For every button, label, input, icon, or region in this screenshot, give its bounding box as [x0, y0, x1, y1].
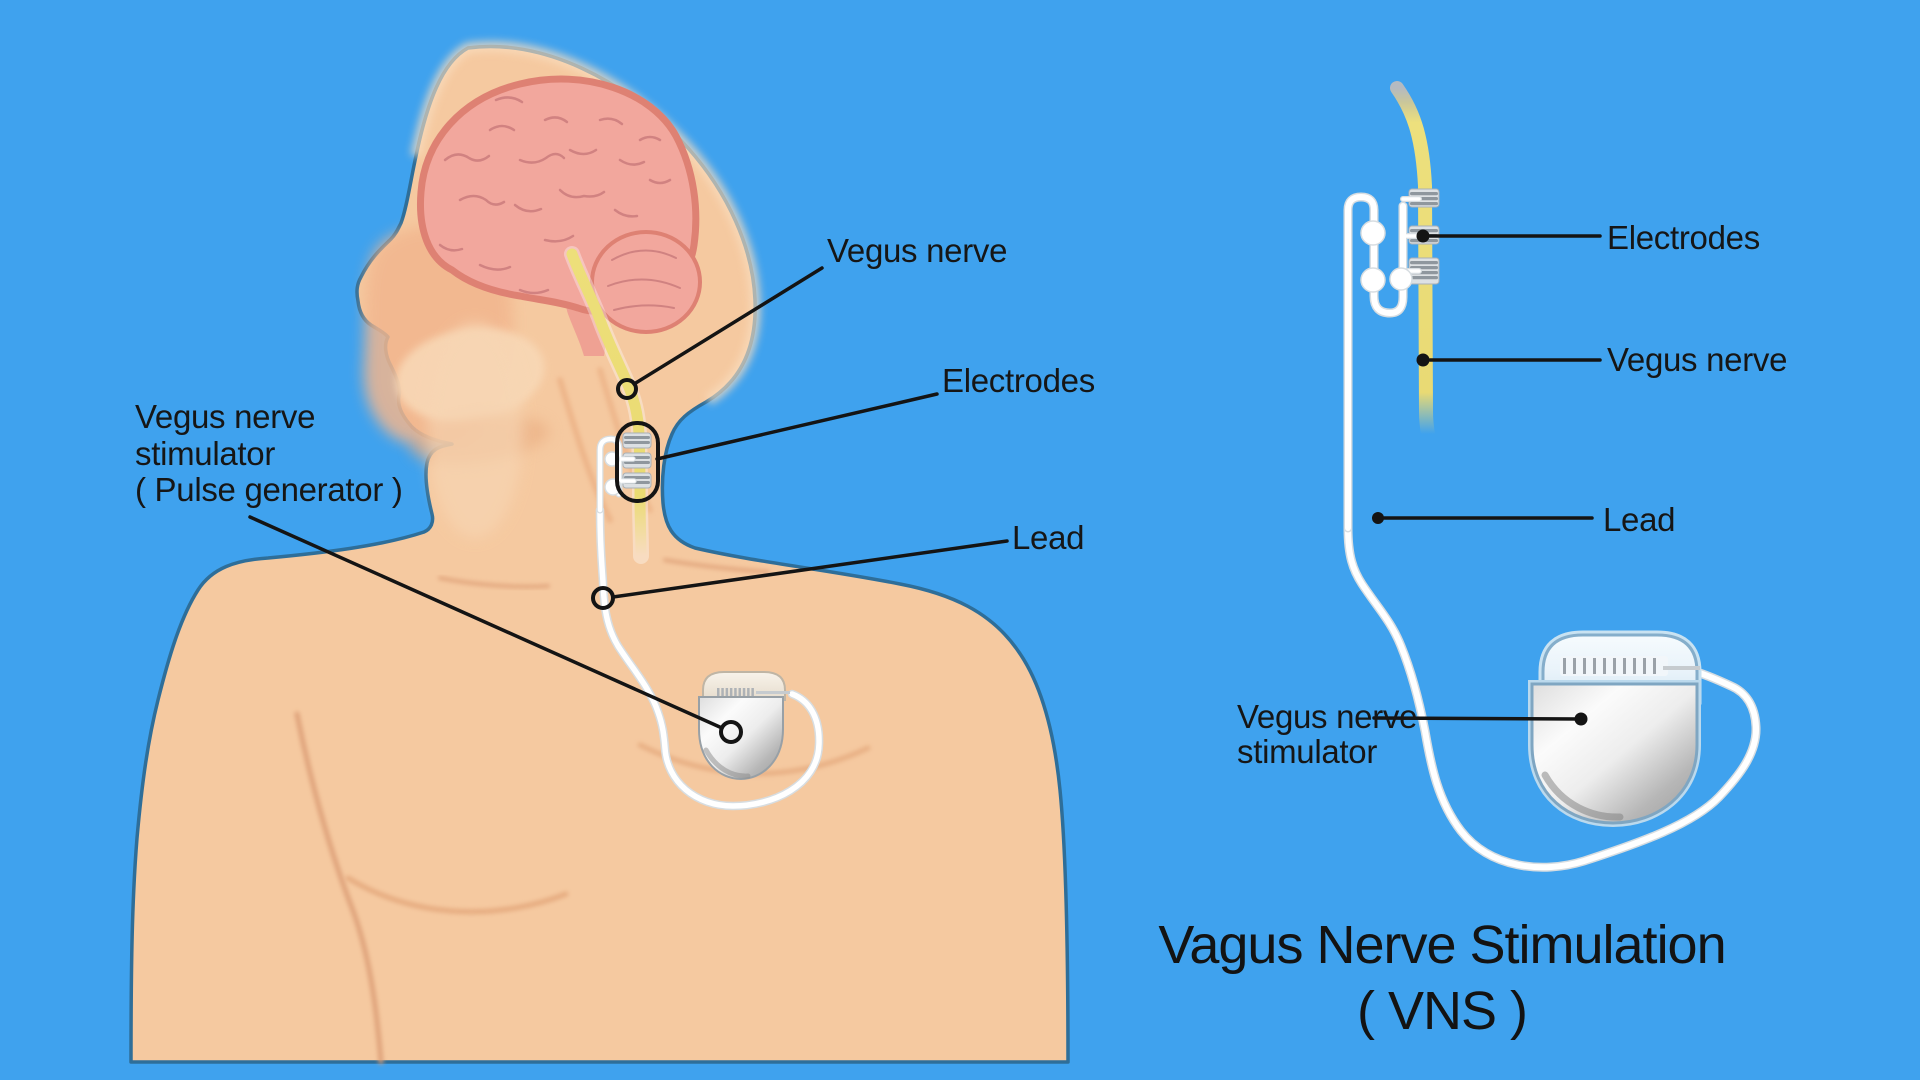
- marker-lead-right: [1372, 512, 1384, 524]
- leader-electrodes: [655, 392, 939, 461]
- pulse-generator-right: [1528, 630, 1702, 828]
- leader-stimulator-right: [1372, 716, 1583, 721]
- label-vagus-nerve-right: Vegus nerve: [1607, 341, 1787, 378]
- armpit-crease: [294, 711, 384, 1065]
- label-lead-left: Lead: [1012, 519, 1084, 556]
- marker-vagus-nerve-right: [1416, 353, 1430, 367]
- connector-pins: [717, 688, 790, 697]
- clavicle-left: [438, 576, 550, 589]
- pulse-generator-body-shadow: [703, 747, 751, 779]
- cerebellum-fold-1: [611, 249, 677, 261]
- brain: [416, 75, 702, 356]
- cerebellum: [590, 230, 702, 334]
- label-stimulator-left-line1: Vegus nerve: [135, 398, 315, 435]
- label-stimulator-left-line2: stimulator: [135, 435, 275, 472]
- marker-lead: [591, 586, 615, 610]
- lead-anchor-right: [1360, 267, 1386, 293]
- pectoral-curve-left: [345, 875, 569, 915]
- marker-electrodes-right: [1416, 229, 1430, 243]
- leader-lead: [611, 539, 1009, 599]
- title-line2: ( VNS ): [1357, 981, 1527, 1041]
- diagram-title: Vagus Nerve Stimulation ( VNS ): [1158, 915, 1726, 1041]
- label-lead-right: Lead: [1603, 501, 1675, 538]
- device-diagram: Electrodes Vegus nerve Lead Vegus nerve …: [1237, 81, 1787, 872]
- lead-anchor-right: [1389, 267, 1413, 291]
- clavicle-right: [663, 558, 770, 574]
- label-stimulator-right: Vegus nerve stimulator: [1237, 698, 1417, 770]
- leader-stimulator: [248, 515, 724, 730]
- label-stimulator-right-line2: stimulator: [1237, 733, 1377, 770]
- marker-vagus-nerve: [616, 378, 638, 400]
- lead-long-core: [597, 507, 822, 809]
- connector-pins-right: [1560, 656, 1700, 676]
- label-electrodes-left: Electrodes: [942, 362, 1095, 399]
- lead-wire-left: [595, 435, 824, 811]
- marker-stimulator: [719, 720, 743, 744]
- leader-vagus-nerve: [632, 266, 824, 386]
- label-stimulator-right-line1: Vegus nerve: [1237, 698, 1417, 735]
- human-profile: Vegus nerve Electrodes Lead Vegus nerve …: [129, 41, 1095, 1065]
- lead-wire-right: [1343, 192, 1761, 872]
- lead-long-core-right: [1345, 525, 1760, 871]
- label-electrodes-right: Electrodes: [1607, 219, 1760, 256]
- throat-highlight: [427, 322, 523, 538]
- marker-stimulator-right: [1574, 712, 1588, 726]
- lead-anchor-right: [1360, 220, 1386, 246]
- cerebellum-fold-2: [607, 278, 681, 289]
- electrode-coil: [1408, 257, 1440, 285]
- device-body: [1530, 682, 1699, 825]
- label-vagus-nerve-left: Vegus nerve: [827, 232, 1007, 269]
- device-body-shadow: [1541, 771, 1624, 821]
- electrode-coil: [622, 432, 652, 449]
- pulse-generator-left: [698, 671, 790, 781]
- brain-gyri: [438, 96, 672, 295]
- annotations-right: [1372, 229, 1602, 726]
- title-line1: Vagus Nerve Stimulation: [1158, 915, 1725, 975]
- cerebellum-fold-3: [613, 304, 675, 311]
- annotations-left: [248, 266, 1009, 744]
- label-stimulator-left: Vegus nerve stimulator ( Pulse generator…: [135, 398, 403, 508]
- marker-electrodes: [615, 421, 660, 503]
- lead-hook-core-right: [1345, 194, 1406, 531]
- vagus-nerve-right: [1390, 81, 1435, 441]
- label-stimulator-left-line3: ( Pulse generator ): [135, 471, 403, 508]
